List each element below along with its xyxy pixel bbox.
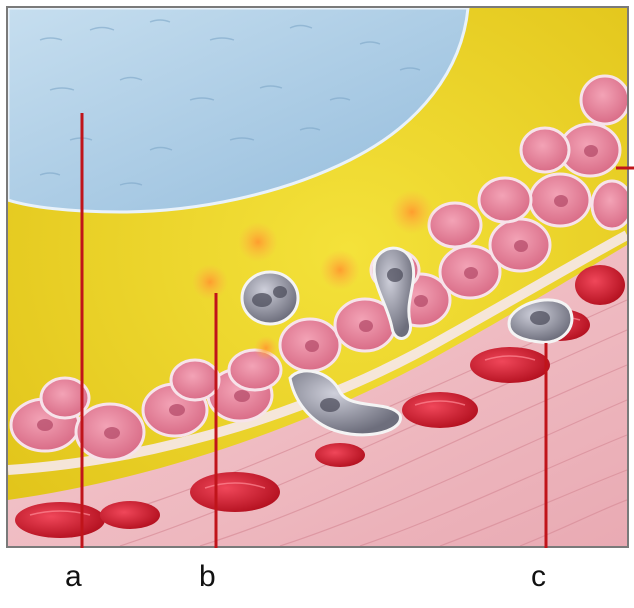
- endothelial-cell: [581, 76, 629, 124]
- red-blood-cell: [100, 501, 160, 529]
- endothelial-cell: [171, 360, 219, 400]
- red-blood-cell: [470, 347, 550, 383]
- endothelial-cell: [592, 181, 632, 229]
- endothelial-cell: [521, 128, 569, 172]
- label-c: c: [531, 562, 546, 592]
- label-b: b: [199, 562, 216, 592]
- red-blood-cell: [315, 443, 365, 467]
- endothelial-cell: [429, 203, 481, 247]
- red-blood-cell: [402, 392, 478, 428]
- label-a: a: [65, 562, 82, 592]
- red-blood-cell: [15, 502, 105, 538]
- red-blood-cell: [190, 472, 280, 512]
- endothelial-cell: [479, 178, 531, 222]
- red-blood-cell: [575, 265, 625, 305]
